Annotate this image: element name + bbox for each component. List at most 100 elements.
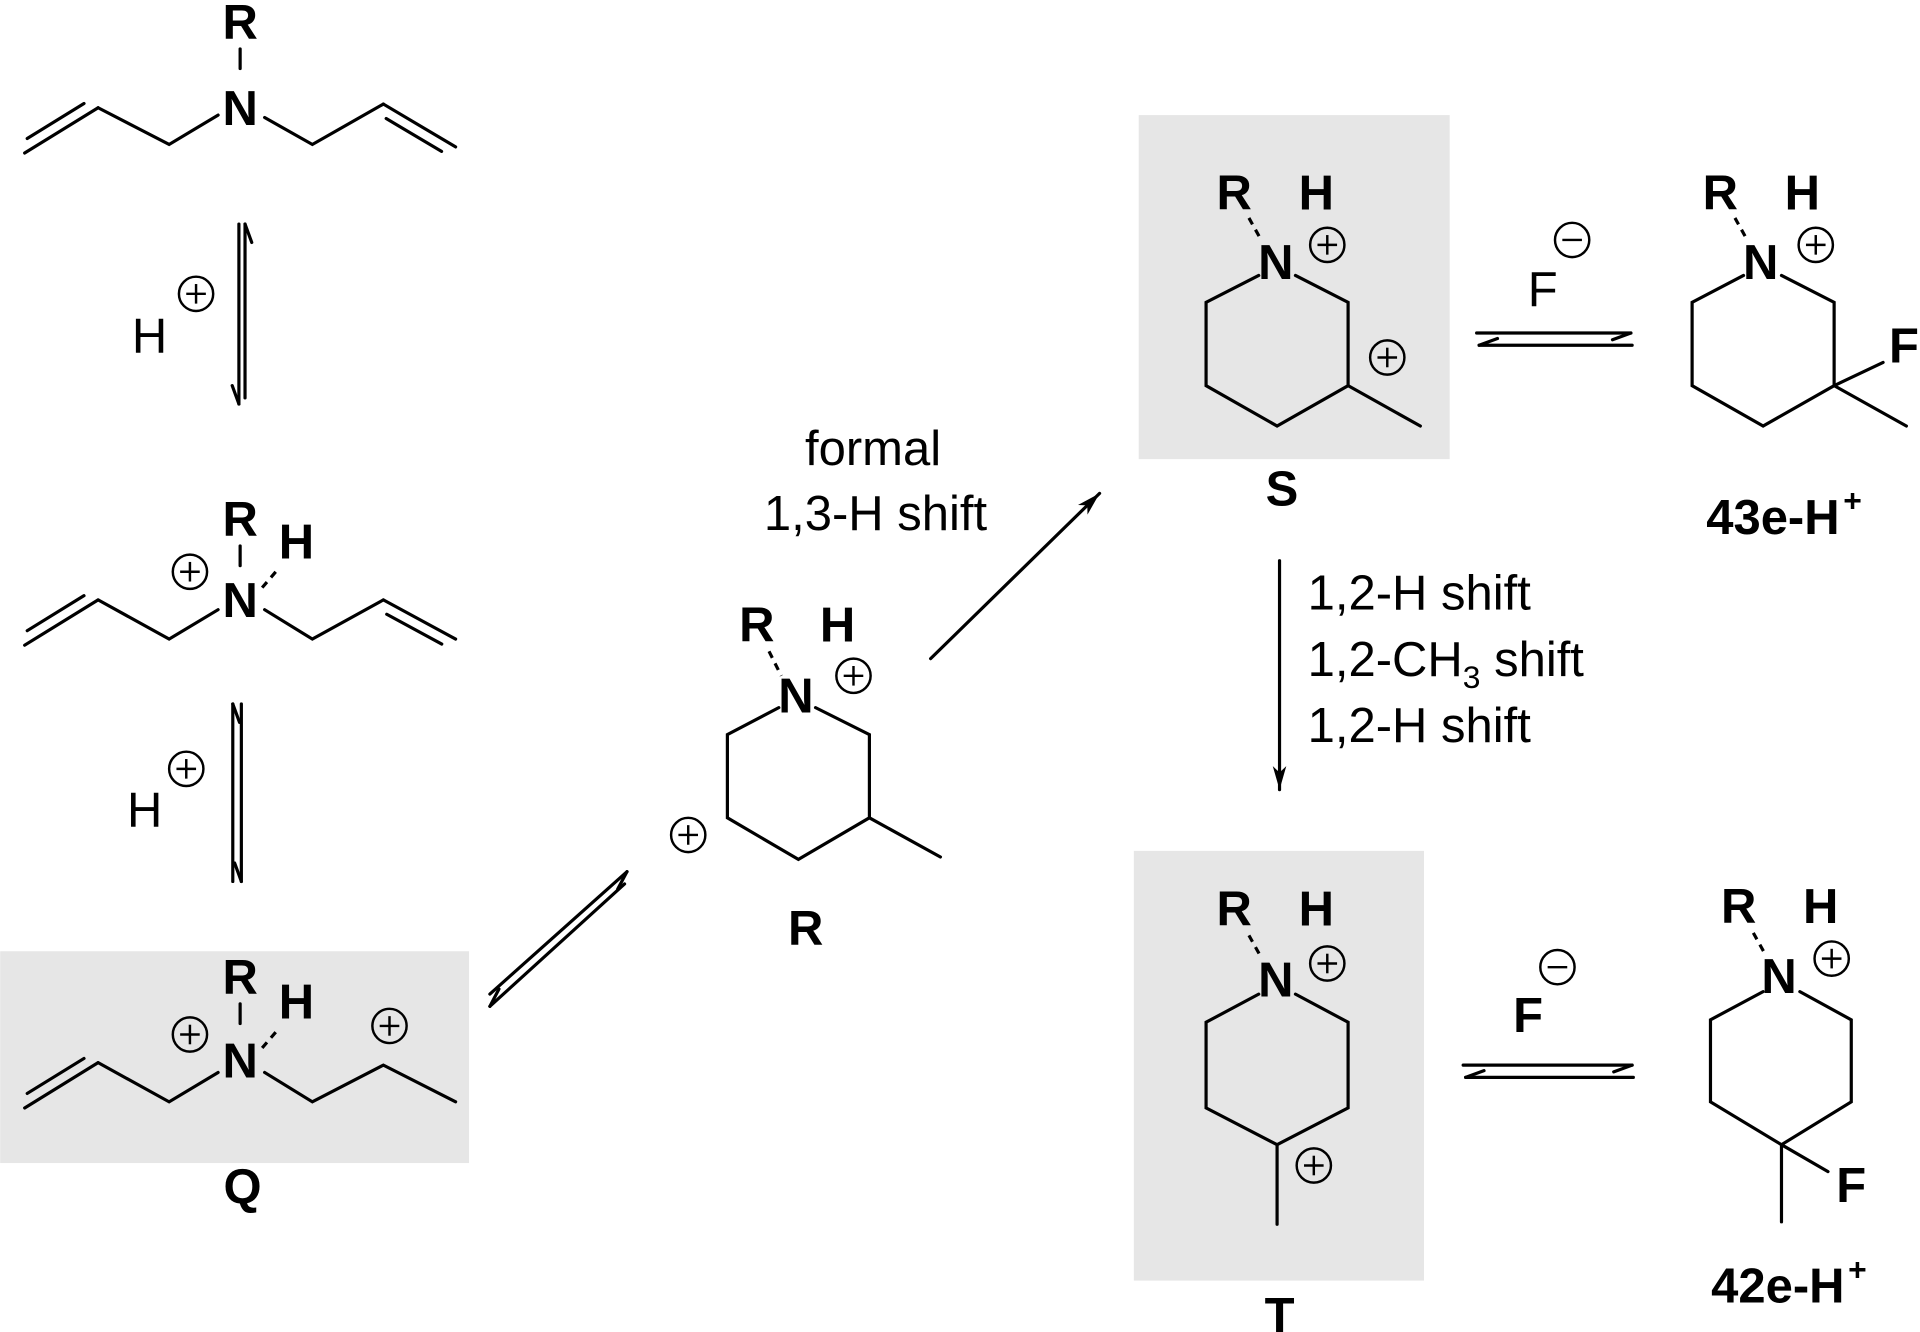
double-bond <box>23 598 100 647</box>
atom-n: N <box>222 1034 257 1088</box>
positive-charge-icon <box>171 553 209 591</box>
highlight-box-s <box>1138 115 1450 460</box>
half-arrowhead-icon <box>616 870 629 891</box>
double-bond <box>381 598 458 641</box>
half-arrowhead-icon <box>488 987 501 1008</box>
c-f-bond <box>1832 360 1885 388</box>
atom-r: R <box>222 951 257 1005</box>
bond-n-h <box>260 1029 279 1050</box>
atom-f: F <box>1889 319 1919 373</box>
atom-h: H <box>279 976 314 1030</box>
condition-text: 1,2-H shift <box>1308 699 1532 753</box>
highlight-box-t <box>1133 850 1424 1281</box>
double-bond <box>23 106 100 155</box>
bond <box>263 102 385 147</box>
half-arrowhead-icon <box>1610 331 1633 342</box>
double-bond <box>381 102 458 149</box>
c-f-bond <box>1779 1143 1830 1174</box>
double-bond <box>25 1056 86 1096</box>
bond <box>263 598 385 641</box>
atom-n: N <box>1258 236 1293 290</box>
atom-h: H <box>1785 166 1820 220</box>
half-arrowhead-icon <box>1477 336 1500 347</box>
atom-r: R <box>222 493 257 547</box>
positive-charge-icon <box>1813 940 1851 977</box>
positive-charge-icon <box>171 1016 209 1053</box>
half-arrowhead-icon <box>231 702 242 724</box>
atom-h: H <box>1299 883 1334 937</box>
equilibrium-arrow <box>488 870 629 996</box>
label-42e-h: 42e-H <box>1711 1260 1844 1314</box>
negative-charge-icon <box>1539 948 1576 986</box>
label-43e-h-charge: + <box>1843 483 1862 519</box>
positive-charge-icon <box>1295 1147 1333 1184</box>
label-t: T <box>1265 1289 1295 1332</box>
atom-f: F <box>1836 1159 1866 1213</box>
negative-charge-icon <box>1553 221 1591 259</box>
atom-h: H <box>1299 166 1334 220</box>
condition-text-part: shift <box>1481 633 1585 687</box>
positive-charge-icon <box>1797 226 1835 264</box>
bond-n-h <box>260 569 279 589</box>
positive-charge-icon <box>177 275 215 313</box>
positive-charge-icon <box>1368 339 1406 376</box>
atom-r: R <box>1217 883 1252 937</box>
atom-n: N <box>1761 950 1796 1004</box>
atom-n: N <box>778 670 813 724</box>
atom-n: N <box>222 574 257 628</box>
label-s: S <box>1266 463 1299 517</box>
half-arrowhead-icon <box>1612 1063 1634 1074</box>
condition-text-part: 1,2-CH <box>1308 633 1463 687</box>
bond-n-r <box>1247 217 1263 241</box>
atom-n: N <box>222 82 257 136</box>
label-r: R <box>788 902 823 956</box>
bond <box>1204 273 1350 428</box>
positive-charge-icon <box>167 750 205 788</box>
atom-r: R <box>1703 166 1738 220</box>
atom-n: N <box>1743 236 1778 290</box>
positive-charge-icon <box>1308 945 1346 982</box>
reaction-arrow <box>929 491 1102 661</box>
bond-n-r <box>1247 934 1263 959</box>
condition-text: 1,2-H shift <box>1308 567 1532 621</box>
bond-n-r <box>1751 932 1767 956</box>
bond <box>96 598 220 641</box>
label-42e-h-charge: + <box>1848 1252 1867 1288</box>
label-q: Q <box>224 1160 262 1214</box>
condition-text: formal <box>805 422 941 476</box>
bond <box>96 1061 220 1104</box>
double-bond <box>23 1061 100 1110</box>
positive-charge-icon <box>371 1007 408 1045</box>
fluoride-reagent: F <box>1513 989 1543 1043</box>
methyl-bond <box>867 816 943 859</box>
bond <box>263 1063 458 1104</box>
positive-charge-icon <box>1308 226 1346 264</box>
positive-charge-icon <box>669 816 707 854</box>
methyl-bond <box>1346 384 1422 428</box>
methyl-bond <box>1832 384 1908 428</box>
bond <box>725 706 871 862</box>
label-43e-h: 43e-H <box>1706 491 1839 545</box>
atom-r: R <box>739 599 774 653</box>
proton-reagent: H <box>132 310 167 364</box>
double-bond <box>25 101 86 141</box>
bond-n-r <box>1733 217 1749 241</box>
positive-charge-icon <box>835 657 872 695</box>
half-arrowhead-icon <box>243 222 254 245</box>
atom-r: R <box>1721 880 1756 934</box>
condition-text: 1,2-CH3 shift <box>1308 633 1585 695</box>
fluoride-reagent: F <box>1528 263 1558 317</box>
condition-text: 1,3-H shift <box>764 487 988 541</box>
bond <box>1708 990 1853 1147</box>
atom-r: R <box>1217 166 1252 220</box>
arrowhead-icon <box>1078 493 1100 515</box>
bond-n-r <box>767 650 783 677</box>
proton-reagent: H <box>127 783 162 837</box>
bond <box>1690 273 1836 428</box>
atom-h: H <box>279 515 314 569</box>
atom-h: H <box>820 599 855 653</box>
bond <box>96 106 220 147</box>
double-bond <box>25 594 86 633</box>
double-bond <box>385 612 444 646</box>
